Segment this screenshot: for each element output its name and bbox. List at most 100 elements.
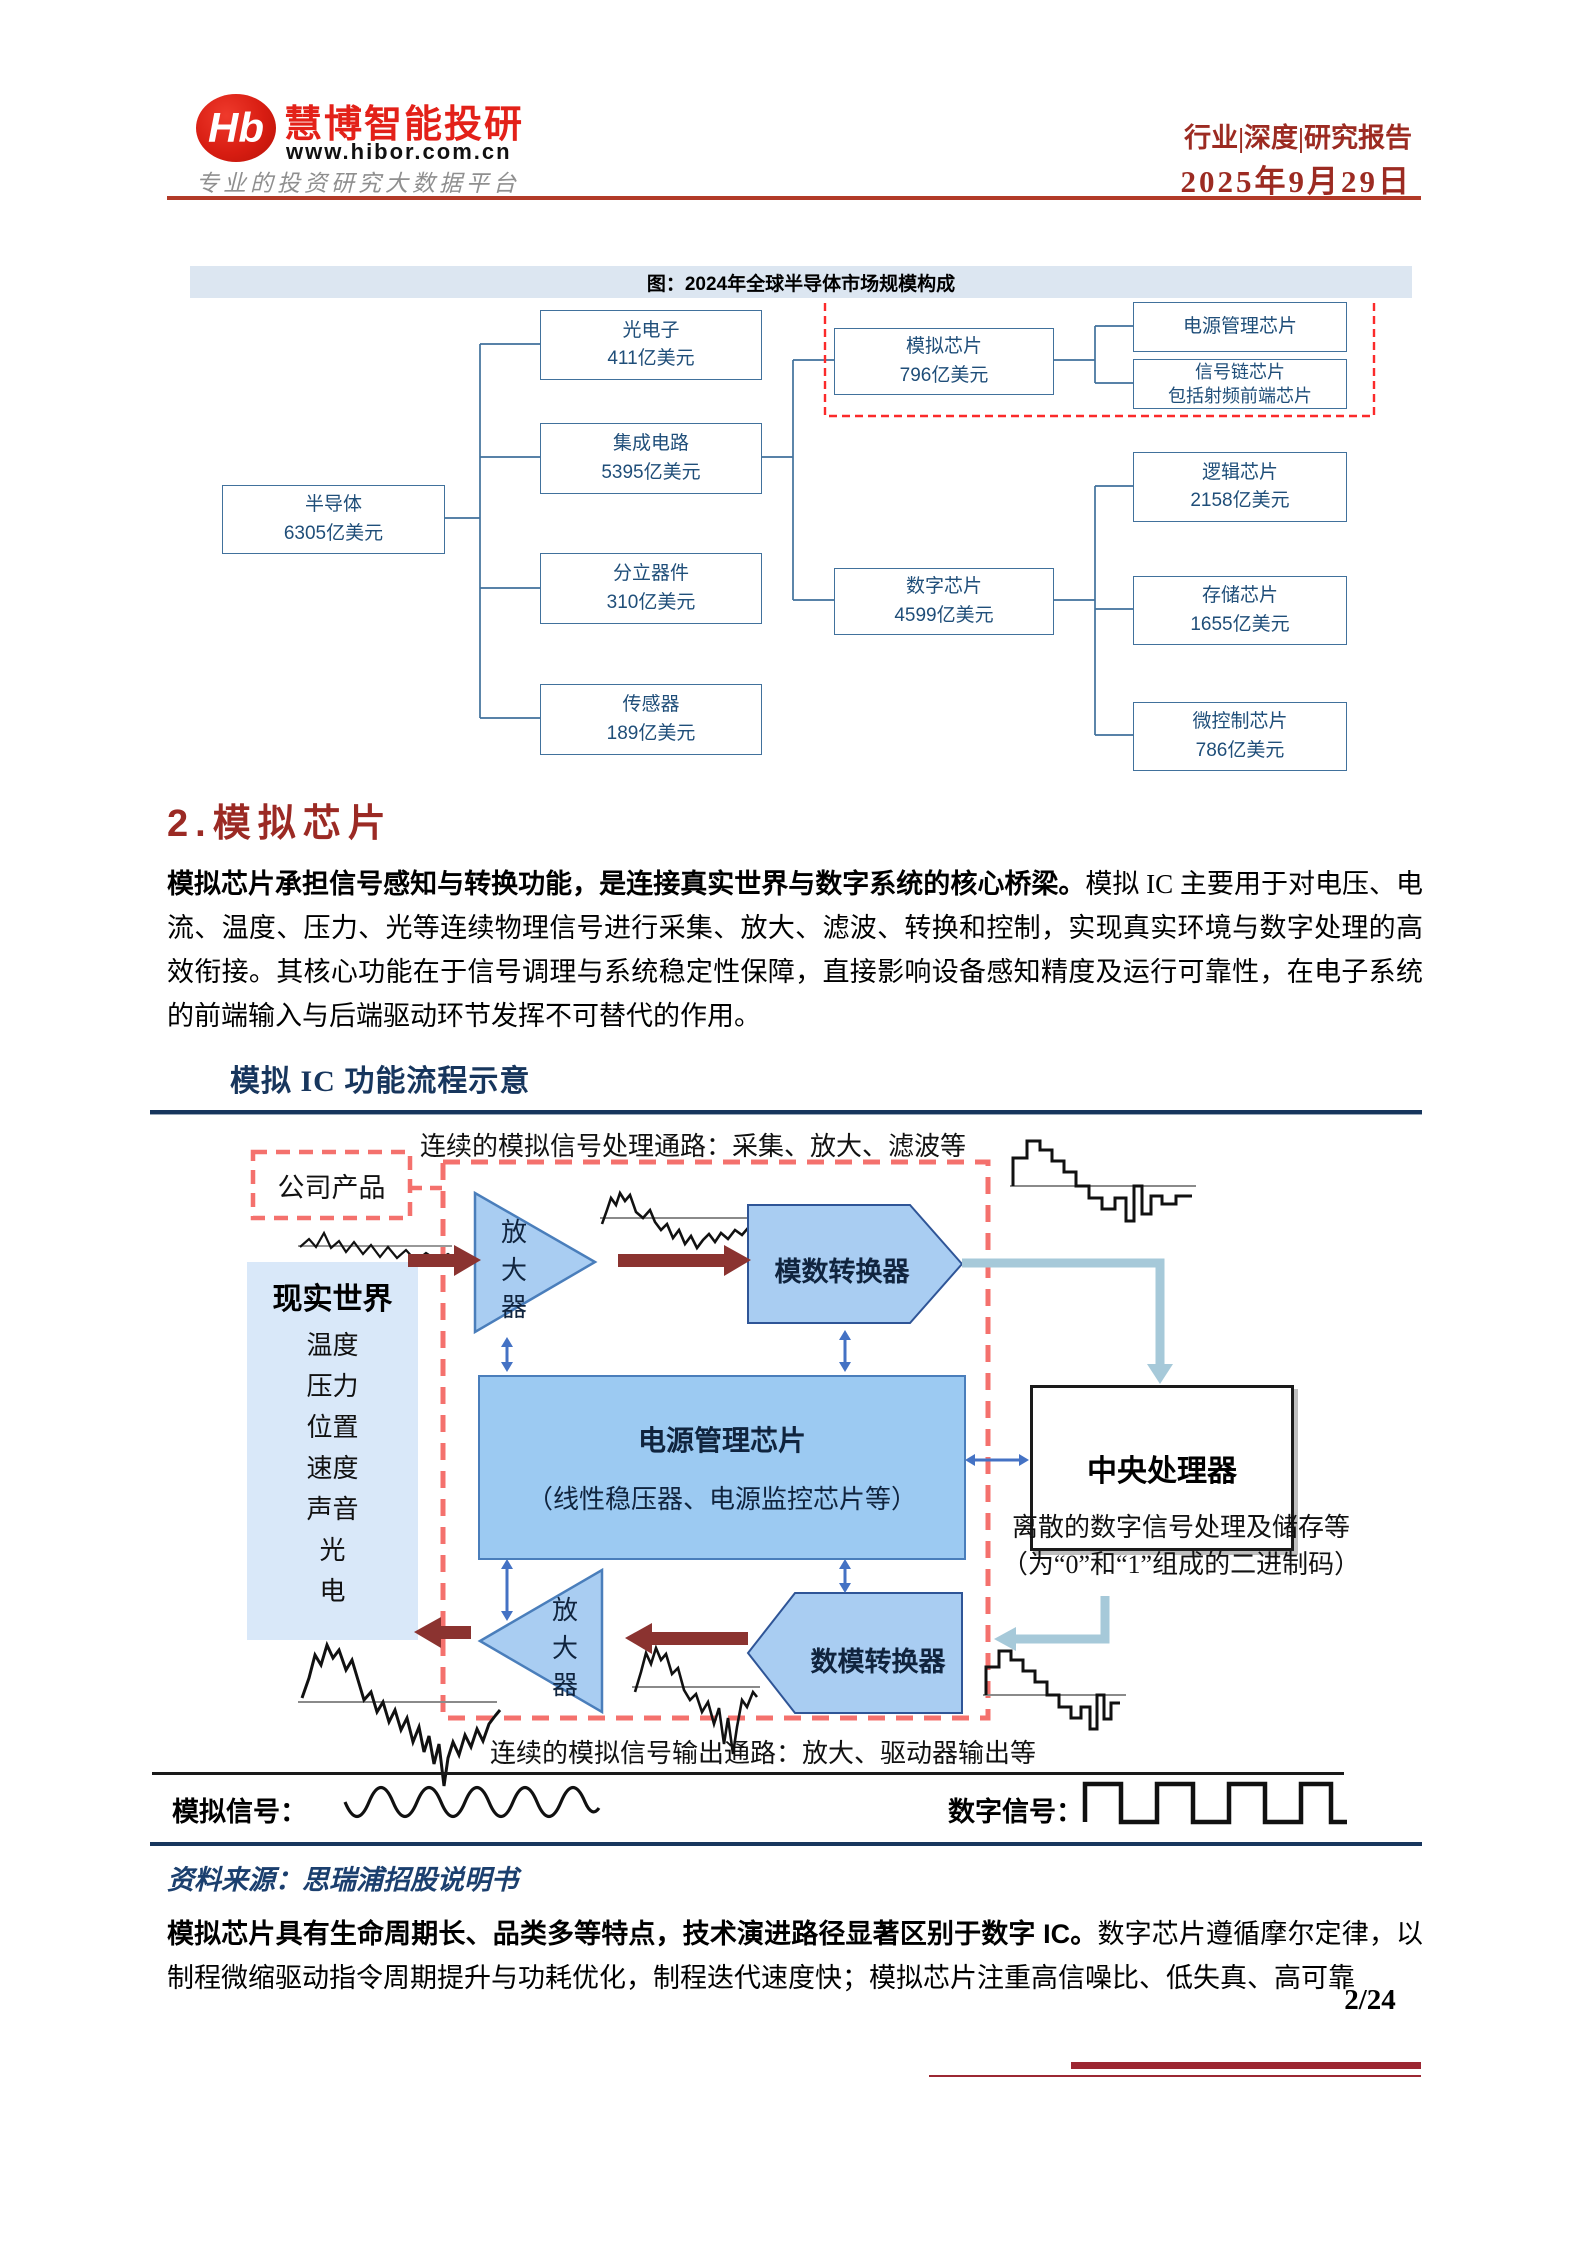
amp-char: 器 — [500, 1293, 527, 1323]
brand-url: www.hibor.com.cn — [286, 139, 512, 164]
node-name: 集成电路 — [612, 433, 689, 454]
paragraph-1-bold-run: 模拟芯片承担信号感知与转换功能，是连接真实世界与数字系统的核心桥梁。 — [167, 869, 1086, 899]
sine-wave-glyph — [343, 1785, 601, 1819]
node-name: 半导体 — [304, 494, 362, 515]
node-value: 5395亿美元 — [601, 461, 701, 483]
amp-char: 大 — [500, 1255, 527, 1285]
real-world-box: 现实世界 温度 压力 位置 速度 声音 光 电 — [247, 1262, 418, 1640]
figure2-top-rule — [150, 1110, 1422, 1115]
power-management-box: 电源管理芯片 （线性稳压器、电源监控芯片等） — [478, 1375, 966, 1560]
tree-node-semiconductor: 半导体 6305亿美元 — [222, 485, 445, 554]
amplifier-1-label: 放 大 器 — [497, 1214, 531, 1327]
hibor-logo-icon: Hb — [196, 94, 276, 162]
tree-node-power-management: 电源管理芯片 — [1133, 302, 1347, 352]
square-wave-glyph — [1082, 1781, 1347, 1825]
node-name: 数字芯片 — [905, 576, 982, 597]
paragraph-1-rest: 模拟 IC 主要用于对电压、电流、温度、压力、光等连续物理信号进行采集、放大、滤… — [167, 869, 1424, 1031]
footer-bar-thin — [929, 2075, 1421, 2077]
signal-row-divider — [152, 1772, 1344, 1775]
amp-char: 器 — [551, 1671, 578, 1701]
paragraph-1: 模拟芯片承担信号感知与转换功能，是连接真实世界与数字系统的核心桥梁。模拟 IC … — [167, 862, 1423, 1038]
page-number: 2/24 — [1344, 1984, 1396, 2016]
tree-node-signal-chain: 信号链芯片 包括射频前端芯片 — [1133, 359, 1347, 409]
digital-note-line1: 离散的数字信号处理及储存等 — [1011, 1513, 1350, 1542]
real-world-title: 现实世界 — [272, 1283, 393, 1316]
real-world-item: 位置 — [306, 1413, 359, 1442]
figure2-bottom-rule — [150, 1842, 1422, 1846]
figure2-top-caption: 连续的模拟信号处理通路：采集、放大、滤波等 — [420, 1132, 967, 1161]
waveform-digital-stair-top — [1010, 1139, 1196, 1223]
tree-node-integrated-circuit: 集成电路 5395亿美元 — [540, 423, 762, 494]
real-world-item: 速度 — [306, 1454, 359, 1483]
figure1-title-band: 图：2024年全球半导体市场规模构成 — [190, 266, 1412, 298]
real-world-item: 声音 — [306, 1495, 359, 1524]
paragraph-2-bold-run: 模拟芯片具有生命周期长、品类多等特点，技术演进路径显著区别于数字 IC。 — [167, 1919, 1098, 1949]
tree-node-memory-chip: 存储芯片 1655亿美元 — [1133, 576, 1347, 645]
dac-label: 数模转换器 — [810, 1647, 946, 1677]
real-world-item: 电 — [319, 1577, 346, 1606]
data-source-note: 资料来源：思瑞浦招股说明书 — [167, 1865, 518, 1895]
power-management-subtitle: （线性稳压器、电源监控芯片等） — [526, 1485, 917, 1514]
node-value: 796亿美元 — [899, 364, 989, 386]
tree-node-analog-chip: 模拟芯片 796亿美元 — [834, 328, 1054, 395]
node-value: 1655亿美元 — [1190, 613, 1290, 635]
amp-char: 放 — [551, 1596, 578, 1625]
tree-node-sensors: 传感器 189亿美元 — [540, 684, 762, 755]
brand-name: 慧博智能投研 — [284, 104, 525, 146]
red-arrow-amp2-to-world — [414, 1617, 471, 1648]
real-world-item: 光 — [319, 1536, 346, 1565]
node-value: 786亿美元 — [1195, 739, 1285, 761]
tree-node-optoelectronics: 光电子 411亿美元 — [540, 310, 762, 380]
node-value: 189亿美元 — [606, 722, 696, 744]
amp-char: 放 — [500, 1218, 527, 1247]
node-value: 2158亿美元 — [1190, 490, 1290, 511]
section-heading: 2.模拟芯片 — [167, 803, 393, 845]
amp-char: 大 — [551, 1633, 578, 1663]
waveform-amplified-analog — [600, 1189, 750, 1251]
node-name: 分立器件 — [612, 563, 689, 584]
waveform-input-analog — [298, 1230, 457, 1263]
paragraph-2-rest: 数字芯片遵循摩尔定律，以制程微缩驱动指令周期提升与功耗优化，制程迭代速度快；模拟… — [167, 1919, 1424, 1993]
report-type-label: 行业|深度|研究报告 — [1184, 123, 1412, 153]
tree-node-logic-chip: 逻辑芯片 2158亿美元 — [1133, 452, 1347, 522]
waveform-output-analog-big — [298, 1640, 502, 1787]
node-note: 包括射频前端芯片 — [1168, 386, 1312, 406]
figure2-bottom-caption: 连续的模拟信号输出通路：放大、驱动器输出等 — [490, 1739, 1037, 1768]
red-arrow-world-to-amp1 — [408, 1245, 481, 1276]
node-name: 微控制芯片 — [1192, 711, 1288, 732]
elbow-arrow-cpu-to-dac — [994, 1596, 1110, 1651]
red-arrow-dac-to-amp2 — [625, 1623, 748, 1654]
paragraph-2: 模拟芯片具有生命周期长、品类多等特点，技术演进路径显著区别于数字 IC。数字芯片… — [167, 1912, 1423, 2000]
footer-bar-thick — [1071, 2062, 1421, 2069]
figure1-title: 图：2024年全球半导体市场规模构成 — [646, 273, 956, 295]
cpu-box: 中央处理器 — [1030, 1385, 1294, 1551]
digital-signal-label: 数字信号： — [948, 1797, 1083, 1827]
node-name: 光电子 — [622, 319, 680, 341]
red-arrow-amp1-to-adc — [618, 1245, 751, 1276]
adc-label: 模数转换器 — [774, 1257, 910, 1287]
real-world-item: 压力 — [306, 1372, 359, 1401]
tree-node-digital-chip: 数字芯片 4599亿美元 — [834, 568, 1054, 635]
waveform-digital-stair-bottom — [983, 1649, 1126, 1731]
node-name: 信号链芯片 — [1195, 361, 1285, 382]
report-date: 2025年9月29日 — [1180, 164, 1412, 199]
amplifier-2-shape — [477, 1567, 604, 1715]
node-name: 模拟芯片 — [905, 336, 982, 357]
real-world-item: 温度 — [306, 1331, 359, 1360]
tree-node-microcontroller-chip: 微控制芯片 786亿美元 — [1133, 702, 1347, 771]
amplifier-1-shape — [473, 1190, 598, 1335]
node-value: 310亿美元 — [606, 591, 696, 613]
power-management-title: 电源管理芯片 — [637, 1426, 806, 1457]
node-value: 411亿美元 — [607, 348, 695, 369]
node-name: 电源管理芯片 — [1182, 315, 1297, 337]
node-name: 传感器 — [622, 694, 680, 715]
node-value: 4599亿美元 — [894, 604, 994, 626]
node-name: 逻辑芯片 — [1201, 461, 1278, 483]
brand-tagline: 专业的投资研究大数据平台 — [196, 171, 520, 196]
elbow-arrow-adc-to-cpu — [962, 1258, 1173, 1384]
tree-node-discrete-devices: 分立器件 310亿美元 — [540, 553, 762, 624]
node-name: 存储芯片 — [1201, 585, 1278, 606]
